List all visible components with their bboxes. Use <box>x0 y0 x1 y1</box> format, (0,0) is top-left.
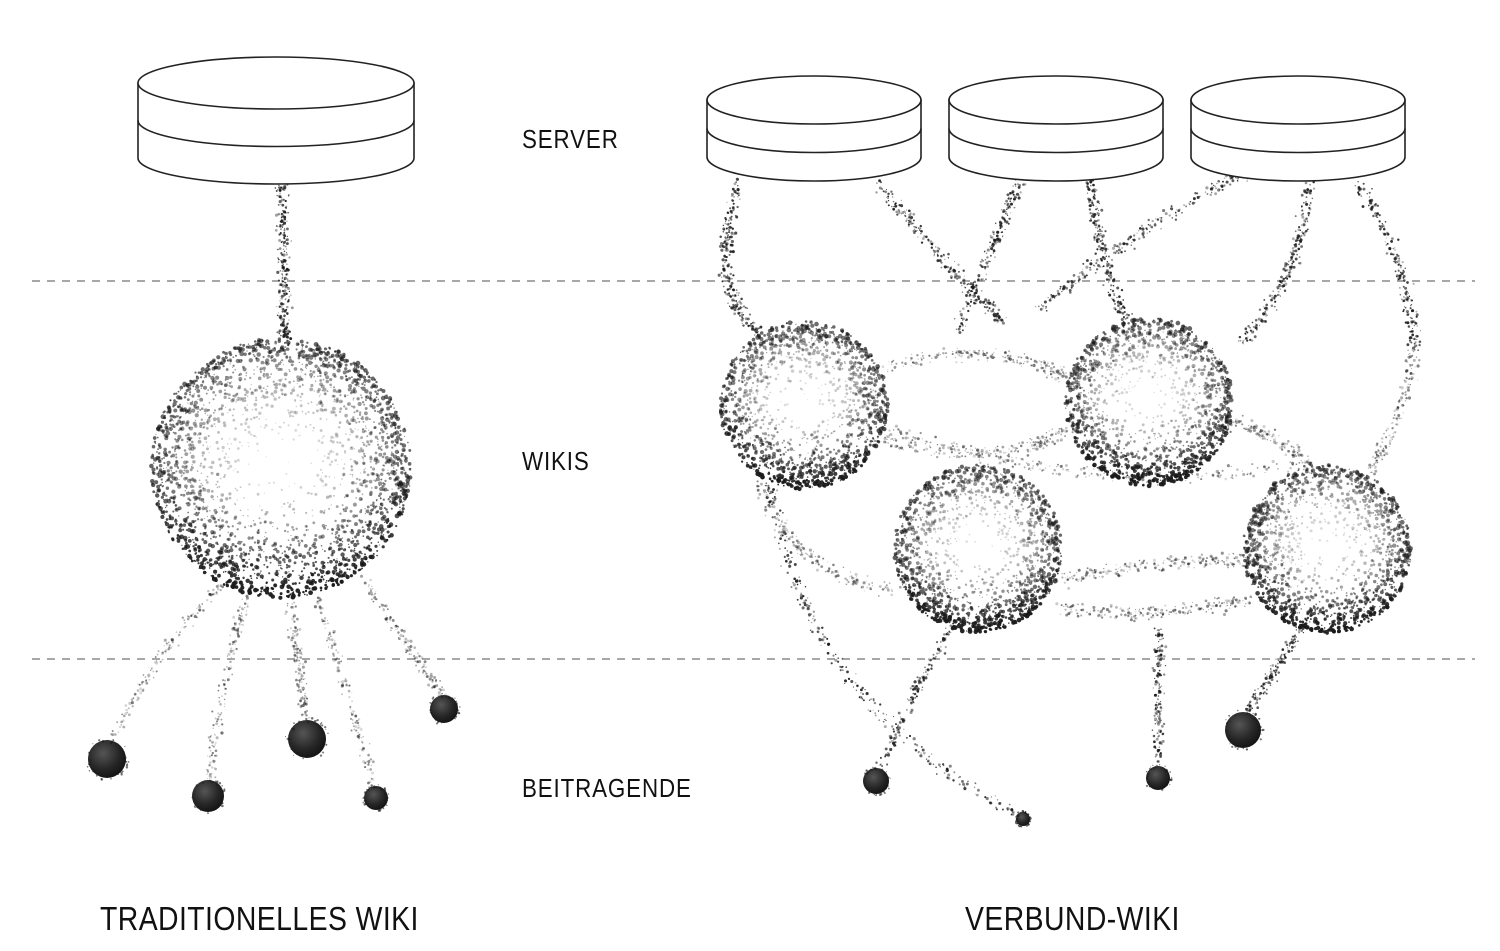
stream-server-wiki <box>1238 181 1315 345</box>
stream-contributor <box>875 624 952 771</box>
stream-contributor <box>284 598 309 724</box>
stream-wiki-wiki <box>756 480 907 596</box>
contributor-node-icon <box>429 693 460 725</box>
stream-contributor <box>763 482 1023 817</box>
stream-server-wiki <box>1355 181 1422 351</box>
stream-contributor <box>1152 627 1168 765</box>
stream-contributor <box>360 575 447 699</box>
contributor-node-icon <box>863 767 891 796</box>
stream-contributor <box>107 584 224 741</box>
wiki-sphere-icon <box>1242 463 1413 634</box>
wiki-sphere-icon <box>719 320 890 491</box>
contributor-node-icon <box>1146 764 1173 791</box>
server-disk-icon <box>707 76 921 181</box>
stream-server-wiki <box>1368 344 1421 475</box>
stream-wiki-wiki <box>878 347 1073 383</box>
contributor-node-icon <box>87 739 130 781</box>
stream-server-wiki <box>875 179 1006 324</box>
server-disk-icon <box>138 57 414 184</box>
contributor-node-icon <box>285 717 329 759</box>
server-disks <box>138 57 1405 184</box>
contributor-node-icon <box>1225 709 1265 750</box>
stream-server-wiki <box>718 178 763 338</box>
panel-title-traditional: TRADITIONELLES WIKI <box>100 900 419 938</box>
wiki-sphere-icon <box>149 337 412 599</box>
server-disk-icon <box>1191 76 1405 181</box>
wiki-spheres <box>149 317 1413 634</box>
row-label-contributors: BEITRAGENDE <box>522 773 692 804</box>
stream-wiki-wiki <box>1221 410 1313 473</box>
wiki-sphere-icon <box>1064 317 1234 488</box>
stream-server-wiki <box>274 175 293 346</box>
contributor-node-icon <box>362 784 389 812</box>
stream-server-wiki <box>1035 164 1250 311</box>
layer-dividers <box>32 281 1475 659</box>
stream-contributor <box>1244 627 1304 715</box>
contributor-node-icon <box>191 780 225 814</box>
panel-title-federated: VERBUND-WIKI <box>965 900 1180 938</box>
stream-contributor <box>206 595 249 786</box>
stream-wiki-wiki <box>1055 595 1252 622</box>
stream-server-wiki <box>954 179 1026 334</box>
contributor-nodes <box>87 693 1265 828</box>
row-label-server: SERVER <box>522 124 619 155</box>
stream-wiki-wiki <box>1055 552 1257 590</box>
row-label-wikis: WIKIS <box>522 446 590 477</box>
wiki-sphere-icon <box>893 464 1063 634</box>
server-disk-icon <box>949 76 1163 181</box>
contributor-node-icon <box>1015 810 1032 828</box>
stream-contributor <box>314 596 376 792</box>
stream-server-wiki <box>1085 178 1133 322</box>
particle-streams <box>107 164 1421 817</box>
